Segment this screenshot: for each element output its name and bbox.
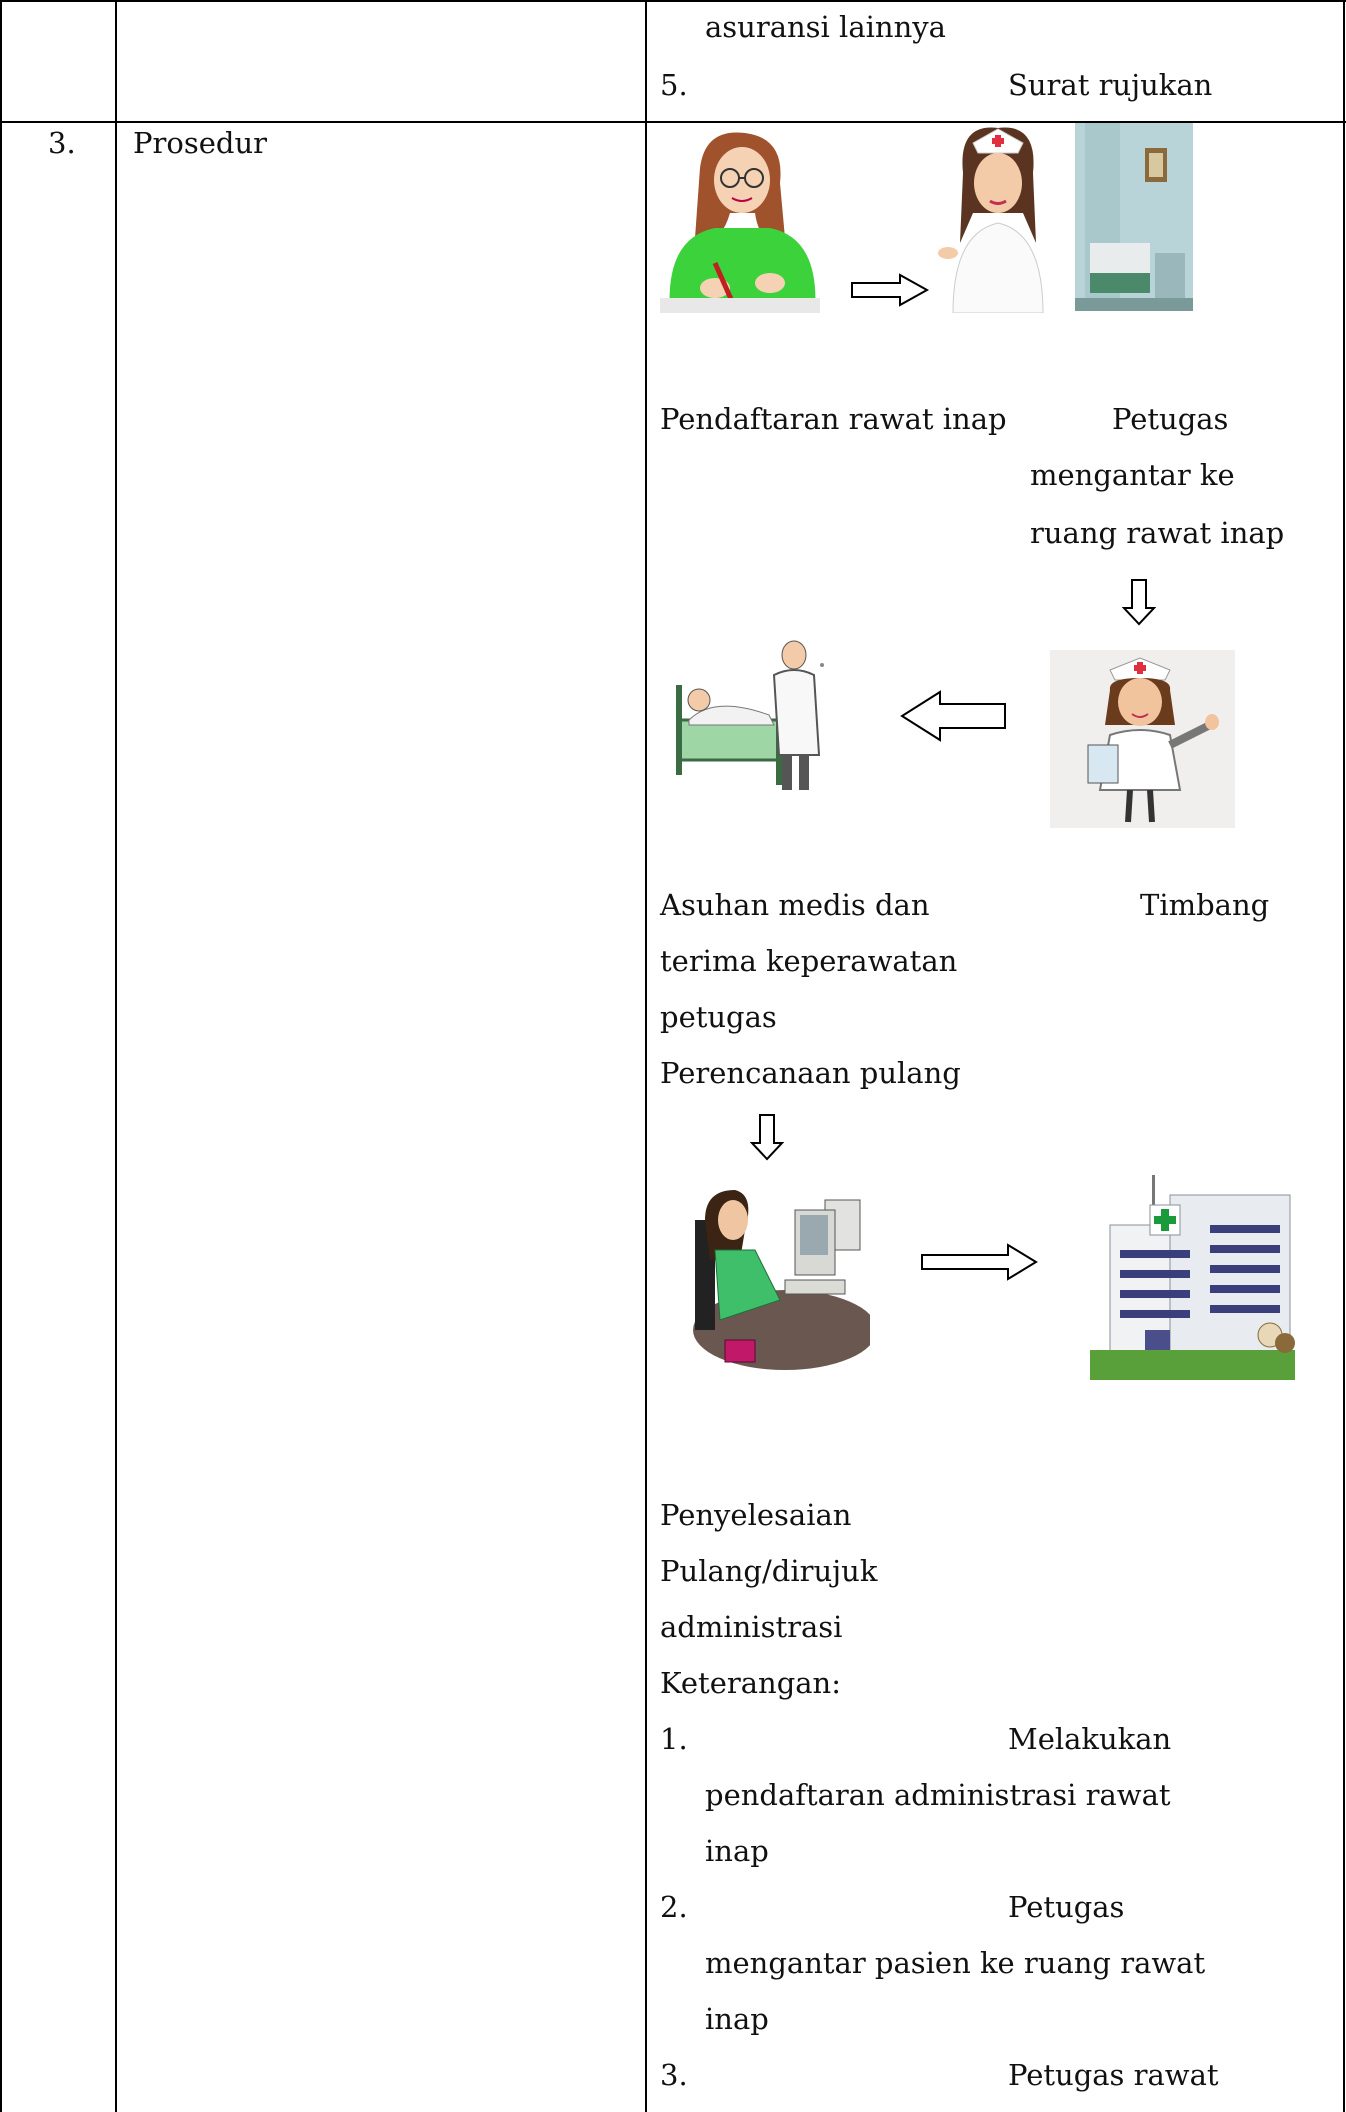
caption-discharge-planning: Perencanaan pulang bbox=[660, 1056, 961, 1090]
note-text: pendaftaran administrasi rawat bbox=[705, 1778, 1171, 1812]
caption-settlement: Penyelesaian bbox=[660, 1498, 852, 1532]
note-number: 1. bbox=[660, 1722, 688, 1756]
nurse-illustration bbox=[938, 123, 1053, 313]
note-text: Melakukan bbox=[1008, 1722, 1172, 1756]
table-row-top bbox=[0, 0, 1346, 2]
arrow-left-icon bbox=[900, 690, 1006, 742]
row-label: Prosedur bbox=[133, 126, 267, 160]
caption-medical-care-line2: terima keperawatan bbox=[660, 944, 958, 978]
caption-staff-line1: Petugas bbox=[1112, 402, 1229, 436]
note-text: inap bbox=[705, 1834, 769, 1868]
note-text: Petugas rawat bbox=[1008, 2058, 1219, 2092]
table-divider-col1 bbox=[115, 0, 117, 2112]
row-number: 3. bbox=[48, 126, 76, 160]
arrow-down-icon bbox=[1122, 579, 1156, 626]
caption-staff-line3: ruang rawat inap bbox=[1030, 516, 1285, 550]
note-number: 2. bbox=[660, 1890, 688, 1924]
table-border-left bbox=[0, 0, 2, 2112]
nurse-weighing-illustration bbox=[1050, 650, 1235, 828]
table-border-right bbox=[1343, 0, 1345, 2112]
arrow-down-icon bbox=[750, 1114, 784, 1161]
list-text-5: Surat rujukan bbox=[1008, 68, 1213, 102]
caption-medical-care-line3: petugas bbox=[660, 1000, 777, 1034]
caption-discharged-referred: Pulang/dirujuk bbox=[660, 1554, 878, 1588]
registration-illustration bbox=[660, 128, 820, 313]
previous-row-continuation: asuransi lainnya bbox=[705, 10, 946, 44]
notes-heading: Keterangan: bbox=[660, 1666, 841, 1700]
note-number: 3. bbox=[660, 2058, 688, 2092]
hospital-room-photo bbox=[1075, 123, 1193, 311]
note-text: inap bbox=[705, 2002, 769, 2036]
hospital-building-illustration bbox=[1090, 1165, 1295, 1380]
caption-registration: Pendaftaran rawat inap bbox=[660, 402, 1007, 436]
note-text: mengantar pasien ke ruang rawat bbox=[705, 1946, 1206, 1980]
table-row-divider bbox=[0, 121, 1346, 123]
arrow-right-icon bbox=[851, 273, 930, 307]
medical-care-illustration bbox=[674, 625, 834, 800]
caption-weighing: Timbang bbox=[1140, 888, 1270, 922]
list-number-5: 5. bbox=[660, 68, 688, 102]
caption-staff-line2: mengantar ke bbox=[1030, 458, 1235, 492]
caption-medical-care-line1: Asuhan medis dan bbox=[660, 888, 930, 922]
administration-illustration bbox=[685, 1180, 870, 1375]
arrow-right-icon bbox=[921, 1243, 1038, 1281]
note-text: Petugas bbox=[1008, 1890, 1125, 1924]
caption-administration: administrasi bbox=[660, 1610, 843, 1644]
table-divider-col2 bbox=[645, 0, 647, 2112]
